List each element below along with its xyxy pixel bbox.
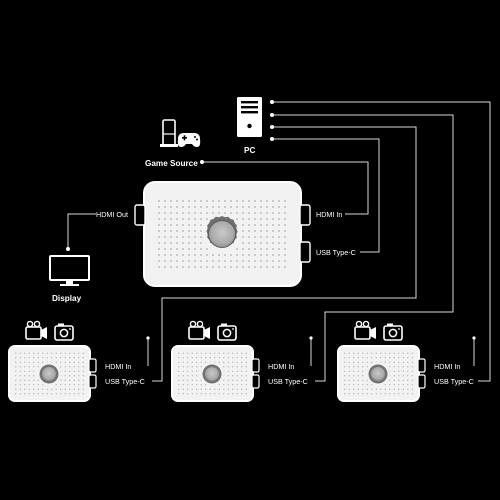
pc-tower-icon [237,97,262,137]
capture-1-usb-c-label: USB Type-C [105,377,145,386]
capture-unit-2: HDMI In USB Type-C [171,320,308,402]
photo-camera-icon [383,323,403,341]
gamepad-icon [177,133,201,147]
game-source-node: Game Source [145,119,201,168]
main-switch-device: HDMI Out HDMI In USB Type-C [96,181,356,287]
capture-3-hdmi-in-label: HDMI In [434,362,460,371]
capture-unit-1: HDMI In USB Type-C [8,320,145,402]
wire-pc-to-capture-1 [152,126,417,382]
main-hdmi-in-label: HDMI In [316,210,342,219]
game-source-label: Game Source [145,159,198,168]
video-camera-icon [25,320,47,340]
connection-wires [66,100,491,382]
display-label: Display [52,294,82,303]
video-camera-icon [354,320,376,340]
pc-label: PC [244,146,255,155]
capture-3-usb-c-label: USB Type-C [434,377,474,386]
capture-2-hdmi-in-label: HDMI In [268,362,294,371]
photo-camera-icon [217,323,237,341]
wire-game-source-to-hdmi-in [202,161,369,215]
wire-pc-to-main-usb [272,138,380,253]
main-usb-c-label: USB Type-C [316,248,356,257]
main-knob [202,214,242,254]
wire-pc-to-capture-3 [272,101,491,382]
display-node: Display [49,255,90,303]
main-hdmi-out-label: HDMI Out [96,210,128,219]
pc-node: PC [237,97,262,155]
game-console-icon [160,119,178,147]
capture-1-hdmi-in-label: HDMI In [105,362,131,371]
wire-hdmi-out-to-display [67,213,96,249]
capture-2-usb-c-label: USB Type-C [268,377,308,386]
video-camera-icon [188,320,210,340]
capture-unit-3: HDMI In USB Type-C [337,320,474,402]
monitor-icon [49,255,90,286]
photo-camera-icon [54,323,74,341]
wire-pc-to-capture-2 [272,114,454,382]
